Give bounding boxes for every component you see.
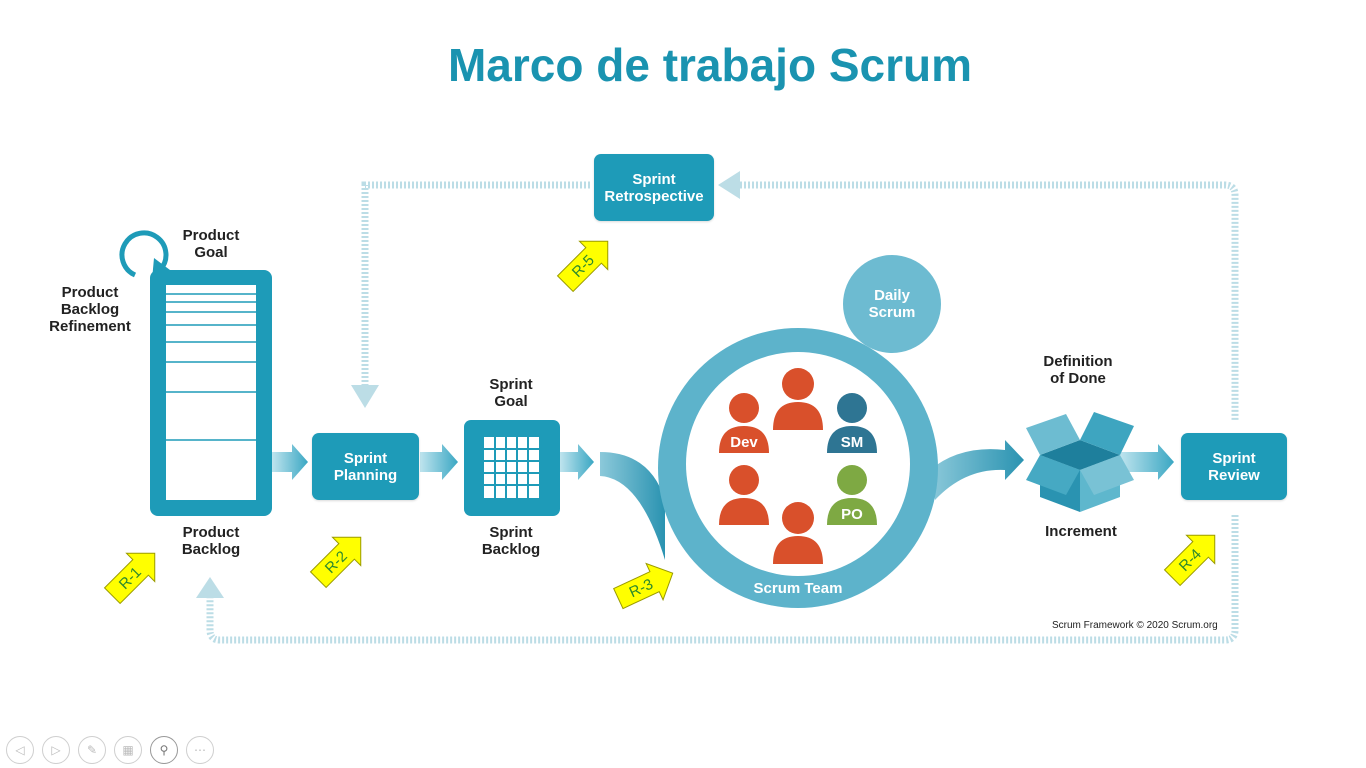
- sprint-backlog-label: Sprint Backlog: [481, 524, 541, 558]
- role-label-dev: Dev: [730, 434, 758, 451]
- curve-into-sprint: [600, 452, 665, 560]
- sprint-planning-label: Sprint Planning: [333, 449, 398, 484]
- flow-arrows: [272, 444, 1174, 480]
- annotation-r5: R-5: [556, 240, 609, 293]
- loop-arrowhead-backlog: [196, 577, 224, 598]
- product-backlog-column: [150, 270, 272, 516]
- role-label-po: PO: [841, 506, 863, 523]
- slides-icon[interactable]: ▦: [114, 736, 142, 764]
- sprint-backlog-grid: [464, 420, 560, 516]
- annotation-arrows: R-1 R-2 R-3 R-4 R-5: [103, 240, 1216, 610]
- person-icon: [773, 502, 823, 564]
- slide-title: Marco de trabajo Scrum: [447, 39, 973, 91]
- daily-scrum-circle: [843, 255, 941, 353]
- scrum-team-members: [719, 368, 877, 564]
- person-icon-po: [827, 465, 877, 525]
- zoom-icon[interactable]: ⚲: [150, 736, 178, 764]
- person-icon-dev: [719, 393, 769, 453]
- annotation-r4: R-4: [1163, 534, 1216, 587]
- curve-out-of-sprint: [930, 440, 1024, 500]
- person-icon: [719, 465, 769, 525]
- copyright-notice: Scrum Framework © 2020 Scrum.org: [1052, 620, 1218, 631]
- previous-icon[interactable]: ◁: [6, 736, 34, 764]
- person-icon: [773, 368, 823, 430]
- definition-of-done-label: Definition of Done: [1043, 353, 1113, 387]
- sprint-retrospective-box: Sprint Retrospective: [594, 154, 714, 221]
- next-icon[interactable]: ▷: [42, 736, 70, 764]
- increment-label: Increment: [1045, 523, 1117, 540]
- annotation-r2: R-2: [309, 536, 362, 589]
- sprint-review-label: Sprint Review: [1208, 449, 1260, 484]
- pen-icon[interactable]: ✎: [78, 736, 106, 764]
- presenter-toolbar: ◁ ▷ ✎ ▦ ⚲ ⋯: [6, 736, 214, 764]
- annotation-r3: R-3: [613, 562, 674, 610]
- sprint-review-box: Sprint Review: [1181, 433, 1287, 500]
- increment-box-icon: [1026, 412, 1134, 512]
- more-icon[interactable]: ⋯: [186, 736, 214, 764]
- product-backlog-label: Product Backlog: [181, 524, 241, 558]
- annotation-r1: R-1: [103, 552, 156, 605]
- loop-arrowhead-retro: [718, 171, 740, 199]
- person-icon-sm: [827, 393, 877, 453]
- role-label-sm: SM: [841, 434, 864, 451]
- scrum-team-label: Scrum Team: [754, 580, 843, 597]
- daily-scrum-label: Daily Scrum: [868, 287, 916, 321]
- sprint-goal-label: Sprint Goal: [489, 376, 533, 410]
- product-backlog-refinement-label: Product Backlog Refinement: [49, 284, 131, 335]
- sprint-planning-box: Sprint Planning: [312, 433, 419, 500]
- product-goal-label: Product Goal: [182, 227, 240, 261]
- feedback-loop: [206, 181, 1239, 644]
- refinement-cycle-arrow: [119, 230, 169, 278]
- loop-arrowhead-planning: [351, 385, 379, 408]
- sprint-retrospective-label: Sprint Retrospective: [604, 170, 704, 205]
